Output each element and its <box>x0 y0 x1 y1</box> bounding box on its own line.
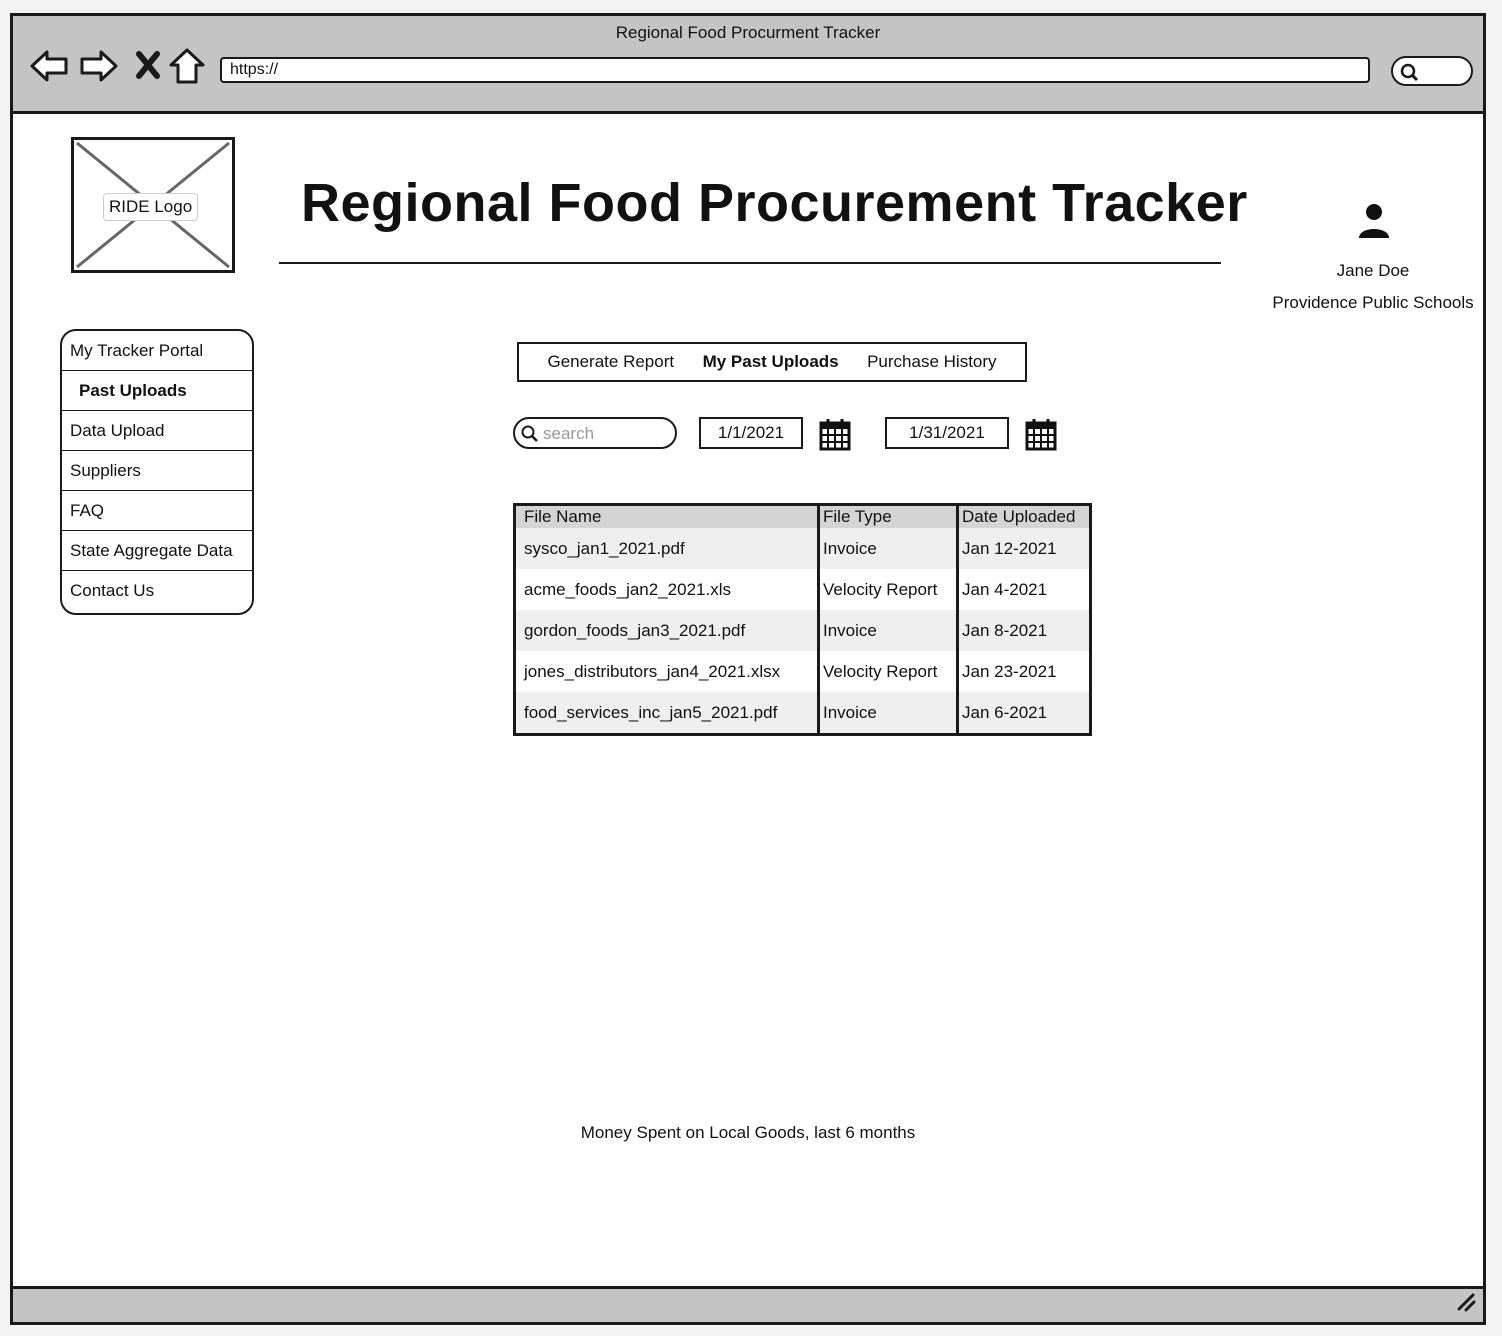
browser-window: Regional Food Procurment Tracker https:/… <box>10 13 1486 1325</box>
file-name-cell[interactable]: gordon_foods_jan3_2021.pdf <box>516 610 819 651</box>
table-row[interactable]: acme_foods_jan2_2021.xls Velocity Report… <box>516 569 1089 610</box>
calendar-icon[interactable] <box>819 417 851 456</box>
file-name-cell[interactable]: acme_foods_jan2_2021.xls <box>524 579 731 599</box>
sidebar-item-past-uploads[interactable]: Past Uploads <box>62 371 252 411</box>
end-date-field[interactable]: 1/31/2021 <box>885 417 1009 449</box>
table-row[interactable]: jones_distributors_jan4_2021.xlsx Veloci… <box>516 651 1089 692</box>
table-row[interactable]: sysco_jan1_2021.pdf Invoice Jan 12-2021 <box>516 528 1089 569</box>
resize-handle-icon[interactable] <box>1455 1291 1477 1318</box>
column-header-file-type[interactable]: File Type <box>817 506 958 528</box>
logo-label: RIDE Logo <box>103 193 199 221</box>
page-title: Regional Food Procurement Tracker <box>301 173 1248 233</box>
calendar-icon[interactable] <box>1025 417 1057 456</box>
home-icon[interactable] <box>167 46 207 86</box>
sidebar-item-faq[interactable]: FAQ <box>62 491 252 531</box>
search-icon <box>1400 63 1419 82</box>
search-field[interactable] <box>513 417 677 449</box>
file-name-cell[interactable]: jones_distributors_jan4_2021.xlsx <box>524 661 781 681</box>
file-type-cell: Invoice <box>817 610 958 651</box>
tab-purchase-history[interactable]: Purchase History <box>867 352 997 371</box>
sidebar-item-data-upload[interactable]: Data Upload <box>62 411 252 451</box>
sidebar-item-my-tracker-portal[interactable]: My Tracker Portal <box>62 331 252 371</box>
ride-logo-placeholder: RIDE Logo <box>71 137 235 273</box>
status-bar <box>13 1286 1483 1322</box>
uploads-table: File Name File Type Date Uploaded sysco_… <box>513 503 1092 736</box>
date-uploaded-cell: Jan 4-2021 <box>956 569 1089 610</box>
date-uploaded-cell: Jan 23-2021 <box>956 651 1089 692</box>
user-name: Jane Doe <box>1336 261 1410 280</box>
sidebar-nav: My Tracker Portal Past Uploads Data Uplo… <box>60 329 254 615</box>
sidebar-item-suppliers[interactable]: Suppliers <box>62 451 252 491</box>
date-uploaded-cell: Jan 6-2021 <box>956 692 1089 733</box>
file-type-cell: Velocity Report <box>817 651 958 692</box>
user-icon[interactable] <box>1356 202 1392 245</box>
tab-bar: Generate Report My Past Uploads Purchase… <box>517 342 1027 382</box>
window-title: Regional Food Procurment Tracker <box>615 23 881 42</box>
chart-caption: Money Spent on Local Goods, last 6 month… <box>580 1123 916 1142</box>
file-name-cell[interactable]: sysco_jan1_2021.pdf <box>516 528 819 569</box>
table-row[interactable]: food_services_inc_jan5_2021.pdf Invoice … <box>516 692 1089 733</box>
tab-generate-report[interactable]: Generate Report <box>547 352 675 371</box>
column-header-file-name[interactable]: File Name <box>516 506 819 528</box>
url-input[interactable]: https:// <box>220 57 1370 83</box>
table-header-row: File Name File Type Date Uploaded <box>516 506 1089 528</box>
sidebar-item-contact-us[interactable]: Contact Us <box>70 581 155 600</box>
file-name-cell[interactable]: food_services_inc_jan5_2021.pdf <box>516 692 819 733</box>
date-uploaded-cell: Jan 8-2021 <box>956 610 1089 651</box>
search-input[interactable] <box>541 423 665 445</box>
arrow-right-icon[interactable] <box>79 46 119 86</box>
table-row[interactable]: gordon_foods_jan3_2021.pdf Invoice Jan 8… <box>516 610 1089 651</box>
file-type-cell: Invoice <box>817 692 958 733</box>
arrow-left-icon[interactable] <box>29 46 69 86</box>
tab-my-past-uploads[interactable]: My Past Uploads <box>702 352 839 371</box>
browser-search-box[interactable] <box>1391 56 1473 86</box>
search-icon <box>521 425 538 442</box>
title-divider <box>279 262 1221 264</box>
file-type-cell: Invoice <box>817 528 958 569</box>
sidebar-item-state-aggregate-data[interactable]: State Aggregate Data <box>62 531 252 571</box>
file-type-cell: Velocity Report <box>817 569 958 610</box>
close-icon[interactable] <box>129 46 169 86</box>
start-date-field[interactable]: 1/1/2021 <box>699 417 803 449</box>
browser-chrome: Regional Food Procurment Tracker https:/… <box>13 16 1483 114</box>
date-uploaded-cell: Jan 12-2021 <box>956 528 1089 569</box>
column-header-date-uploaded[interactable]: Date Uploaded <box>956 506 1089 528</box>
user-organization: Providence Public Schools <box>1272 293 1474 312</box>
